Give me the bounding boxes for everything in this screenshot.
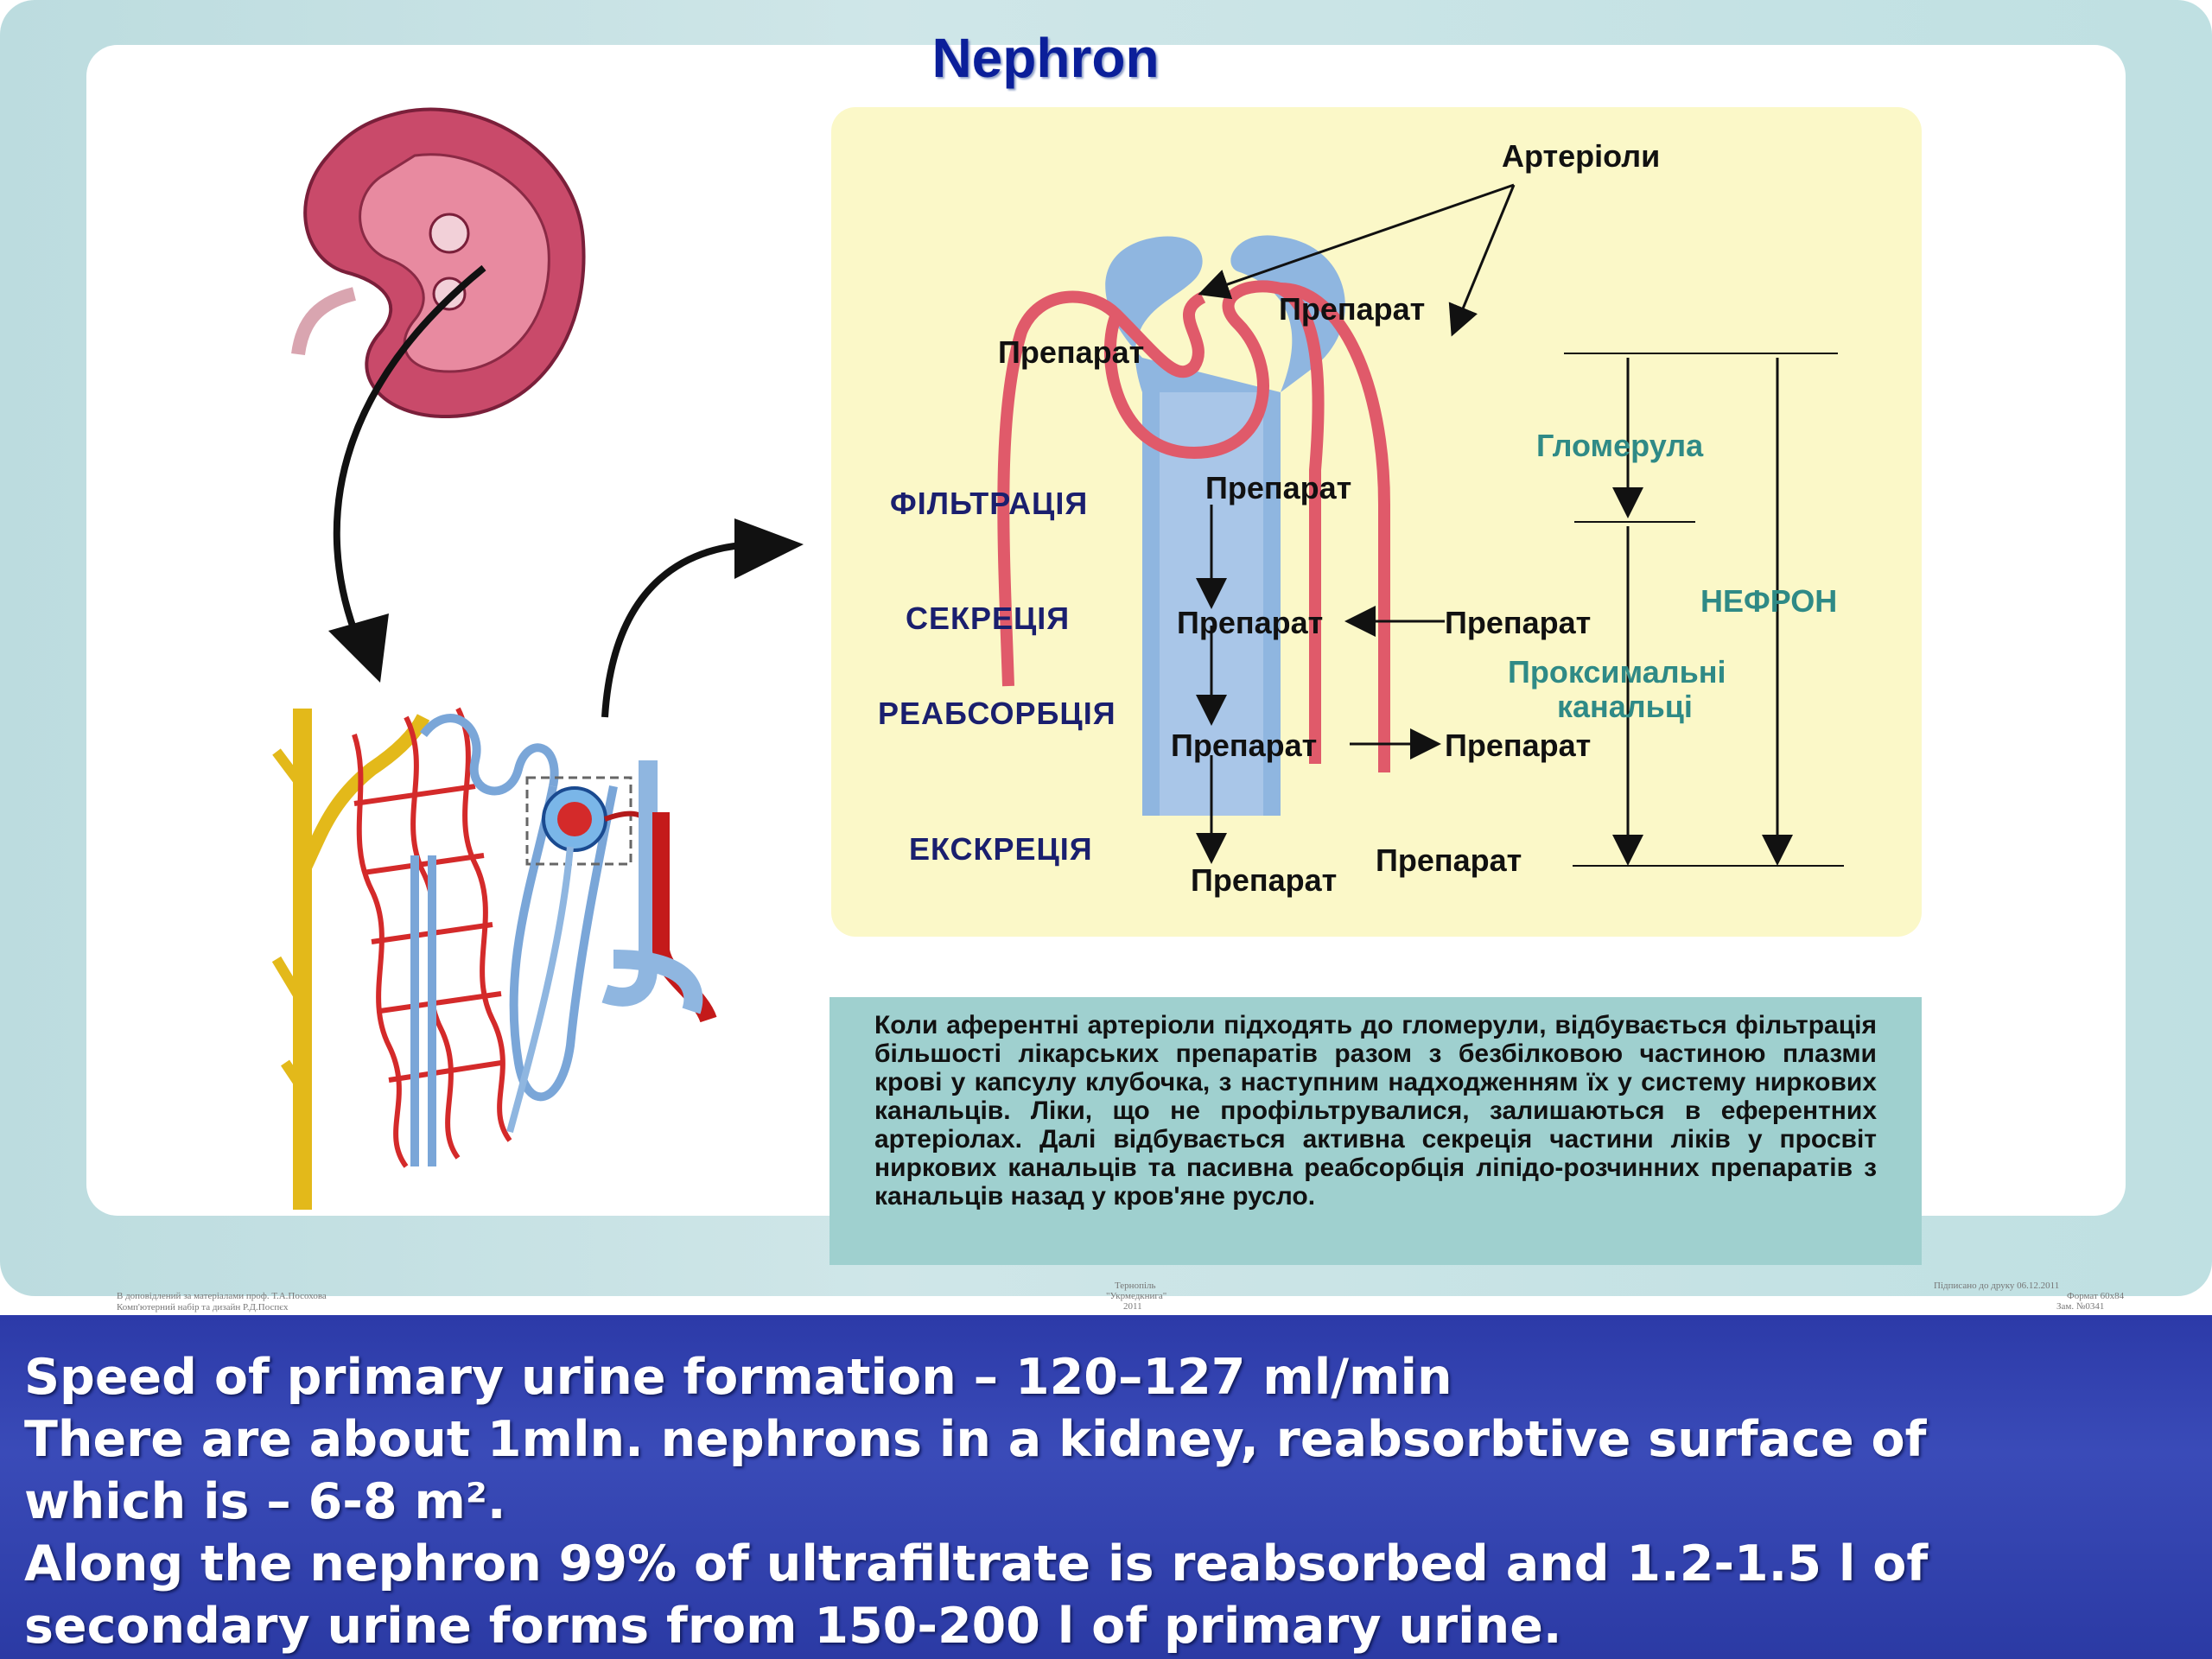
kidney-icon [291,107,586,419]
credit-center-3: 2011 [1123,1301,1142,1312]
slide-title: Nephron [931,27,1160,89]
nephron-schema [997,183,1844,867]
filtration-label: ФІЛЬТРАЦІЯ [890,486,1089,521]
summary-line-2: There are about 1mln. nephrons in a kidn… [24,1411,1927,1468]
proximal-tubules-label-1: Проксимальні [1508,654,1726,690]
glomerulus-label: Гломерула [1536,428,1704,463]
summary-text: Speed of primary urine formation – 120–1… [24,1346,2184,1657]
drug-label-reabsorption-left: Препарат [1171,728,1318,763]
drug-label-glomerulus: Препарат [1205,470,1352,505]
summary-line-3: which is – 6-8 m². [24,1473,506,1530]
drug-label-excretion-bottom: Препарат [1191,862,1338,898]
explanation-text: Коли аферентні артеріоли підходять до гл… [874,1011,1877,1211]
summary-line-5: secondary urine forms from 150-200 l of … [24,1598,1562,1655]
credit-left-1: В доповідлений за матеріалами проф. Т.А.… [117,1291,327,1301]
summary-line-4: Along the nephron 99% of ultrafiltrate i… [24,1535,1929,1592]
credit-left-2: Комп'ютерний набір та дизайн Р.Д.Поспєх [117,1302,289,1313]
proximal-tubules-label-2: канальці [1557,689,1693,724]
credit-right-1: Підписано до друку 06.12.2011 [1934,1281,2060,1291]
drug-label-top-right: Препарат [1279,291,1426,327]
explanation-box: Коли аферентні артеріоли підходять до гл… [830,997,1922,1265]
secretion-label: СЕКРЕЦІЯ [906,601,1071,636]
nephron-diagram-panel [831,107,1922,937]
nephron-label: НЕФРОН [1700,583,1838,619]
kidney-nephron-illustration [271,107,804,1210]
drug-label-reabsorption-right: Препарат [1445,728,1592,763]
arterioles-label: Артеріоли [1502,138,1661,174]
summary-band: Speed of primary urine formation – 120–1… [0,1315,2212,1659]
drug-label-secretion-left: Препарат [1177,605,1324,640]
drug-label-excretion-right: Препарат [1376,842,1522,878]
credit-right-3: Зам. №0341 [2056,1301,2105,1312]
credit-center-2: "Укрмедкнига" [1106,1291,1167,1301]
credit-center-1: Тернопіль [1115,1281,1156,1291]
credit-right-2: Формат 60х84 [2067,1291,2125,1301]
summary-line-1: Speed of primary urine formation – 120–1… [24,1349,1452,1406]
drug-label-top-left: Препарат [998,334,1145,370]
reabsorption-label: РЕАБСОРБЦІЯ [878,696,1116,731]
drug-label-secretion-right: Препарат [1445,605,1592,640]
credits-footer: В доповідлений за матеріалами проф. Т.А.… [0,1279,2212,1313]
arteriole-loop [997,280,1390,772]
excretion-label: ЕКСКРЕЦІЯ [909,831,1093,867]
